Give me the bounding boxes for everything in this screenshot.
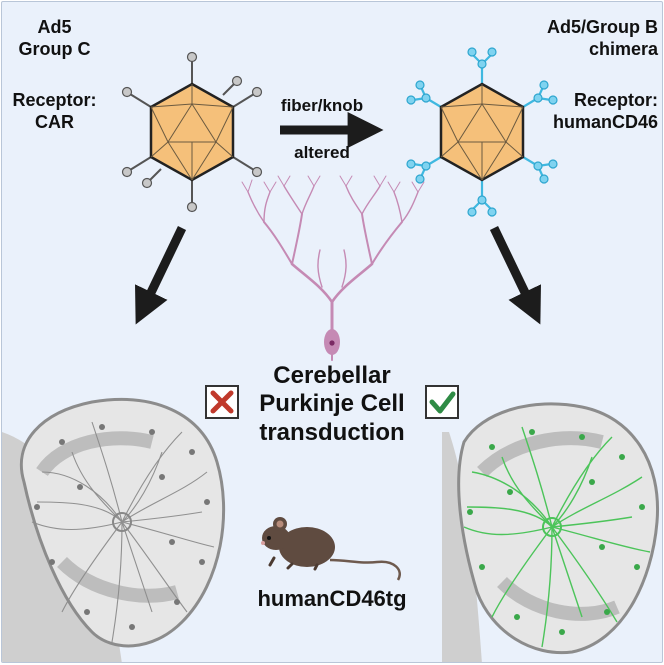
right-virus-name-line2: chimera: [588, 38, 658, 59]
mouse-icon: [261, 517, 401, 581]
right-receptor-label: Receptor:: [573, 90, 658, 110]
center-title-line1: Cerebellar: [273, 362, 391, 389]
check-icon: [425, 385, 459, 419]
right-down-arrow: [489, 226, 541, 325]
purkinje-neuron-icon: [241, 175, 425, 361]
cross-icon: [205, 385, 239, 419]
right-virus-receptor: Receptor: humanCD46: [534, 90, 662, 133]
left-receptor-label: Receptor:: [12, 90, 97, 110]
cerebellum-right: [442, 402, 660, 662]
left-receptor-value: CAR: [35, 111, 74, 132]
left-virus-name-line1: Ad5: [37, 17, 72, 37]
mouse-label: humanCD46tg: [257, 586, 407, 611]
virus-chimera-icon: [406, 47, 558, 217]
virus-ad5-icon: [121, 51, 263, 213]
left-virus-receptor: Receptor: CAR: [2, 90, 107, 133]
center-title-line3: transduction: [259, 418, 405, 446]
left-virus-name-line2: Group C: [18, 38, 91, 59]
arrow-label-top: fiber/knob: [280, 96, 364, 115]
cerebellum-left: [2, 398, 226, 662]
right-virus-name: Ad5/Group B chimera: [514, 17, 662, 60]
center-title: Cerebellar Purkinje Cell transduction: [242, 362, 422, 447]
center-title-line2: Purkinje Cell: [259, 390, 405, 418]
right-receptor-value: humanCD46: [552, 111, 658, 132]
arrow-label-bottom: altered: [294, 143, 350, 162]
right-virus-name-line1: Ad5/Group B: [547, 17, 658, 37]
left-virus-name: Ad5 Group C: [2, 17, 107, 60]
left-down-arrow: [135, 226, 187, 325]
